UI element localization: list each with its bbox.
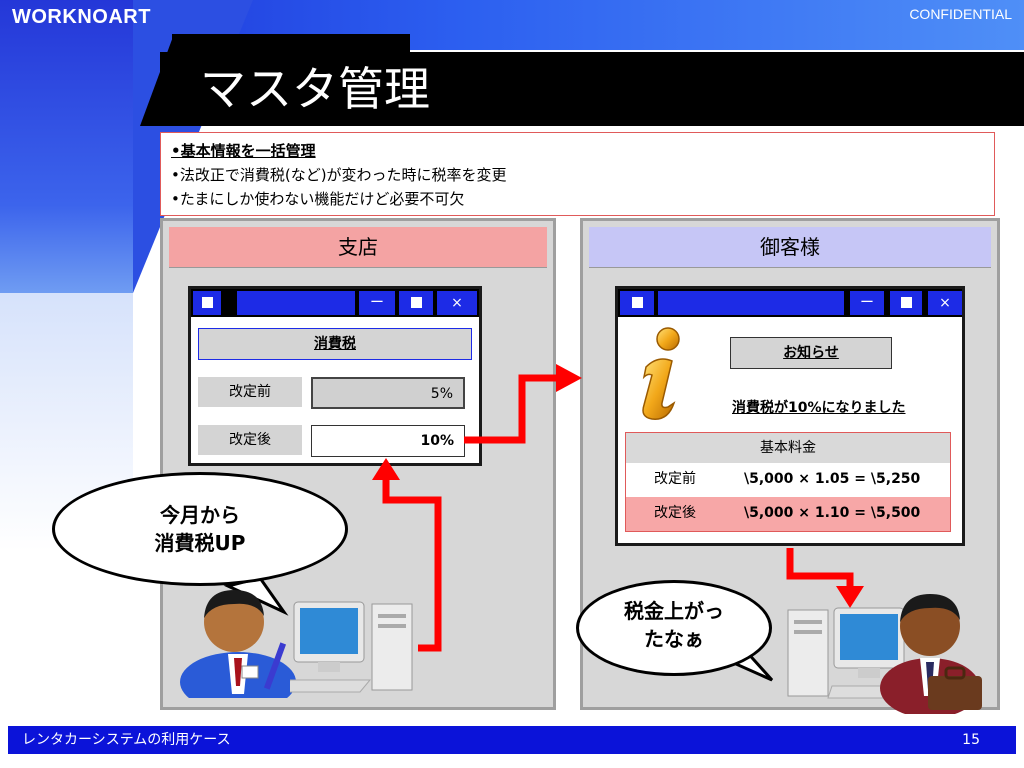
staff-person-icon <box>180 590 296 698</box>
customer-panel-title: 御客様 <box>589 227 991 268</box>
table-row: 改定前 \5,000 × 1.05 = \5,250 <box>626 463 950 497</box>
confidential-label: CONFIDENTIAL <box>909 6 1012 22</box>
bubble-line: たなぁ <box>644 627 704 651</box>
bullet-list: •基本情報を一括管理 •法改正で消費税(など)が変わった時に税率を変更 •たまに… <box>160 132 995 216</box>
customer-speech-bubble: 税金上がっ たなぁ <box>576 580 772 676</box>
tax-settings-window: ー × 消費税 改定前 5% 改定後 10% <box>188 286 482 466</box>
branch-panel-title: 支店 <box>169 227 547 268</box>
window-title-area <box>658 291 844 315</box>
square-icon <box>201 297 213 308</box>
notice-window: ー × お知らせ 消費税が10%になりました 基本料金 改定前 \5,000 ×… <box>615 286 965 546</box>
fee-table: 基本料金 改定前 \5,000 × 1.05 = \5,250 改定後 \5,0… <box>625 432 951 532</box>
minimize-button[interactable]: ー <box>850 291 884 315</box>
page-number: 15 <box>962 732 980 748</box>
after-label: 改定後 <box>198 425 302 455</box>
maximize-button[interactable] <box>399 291 433 315</box>
notice-message: 消費税が10%になりました <box>732 400 906 416</box>
after-rate-input[interactable]: 10% <box>311 425 465 457</box>
before-label: 改定前 <box>198 377 302 407</box>
bullet-item: •基本情報を一括管理 <box>171 142 316 160</box>
notice-heading: お知らせ <box>730 337 892 369</box>
left-accent-block <box>0 0 133 293</box>
bubble-line: 消費税UP <box>154 531 246 555</box>
computer-icon <box>290 601 413 693</box>
square-icon <box>631 297 643 308</box>
row-calc: \5,000 × 1.10 = \5,500 <box>744 505 921 521</box>
page-title: マスタ管理 <box>200 62 430 116</box>
row-calc: \5,000 × 1.05 = \5,250 <box>744 471 921 487</box>
title-bar <box>160 52 1024 126</box>
title-notch <box>172 34 410 54</box>
table-row: 改定後 \5,000 × 1.10 = \5,500 <box>626 497 950 531</box>
window-title-area <box>237 291 355 315</box>
maximize-button[interactable] <box>890 291 922 315</box>
window-titlebar: ー × <box>191 289 479 317</box>
branch-speech-bubble: 今月から 消費税UP <box>52 472 348 586</box>
bullet-item: •法改正で消費税(など)が変わった時に税率を変更 <box>171 166 507 184</box>
arrow-branch-to-customer <box>464 374 558 444</box>
bubble-line: 今月から <box>160 503 240 527</box>
footer-bar: レンタカーシステムの利用ケース 15 <box>8 726 1016 754</box>
row-label: 改定前 <box>654 471 696 487</box>
close-button[interactable]: × <box>928 291 962 315</box>
square-icon <box>410 297 422 308</box>
info-icon <box>642 327 680 420</box>
tax-heading: 消費税 <box>198 328 472 360</box>
square-icon <box>900 297 912 308</box>
customer-person-icon <box>880 594 982 714</box>
window-titlebar: ー × <box>618 289 962 317</box>
brand-logo: WORKNOART <box>12 6 151 28</box>
arrow-user-to-field <box>382 478 442 652</box>
footer-caption: レンタカーシステムの利用ケース <box>22 732 231 748</box>
row-label: 改定後 <box>654 505 696 521</box>
close-button[interactable]: × <box>437 291 477 315</box>
title-bar-slant <box>140 34 174 126</box>
before-rate-field: 5% <box>311 377 465 409</box>
arrow-window-to-customer <box>786 548 854 588</box>
window-menu-button[interactable] <box>620 291 654 315</box>
minimize-button[interactable]: ー <box>359 291 395 315</box>
bullet-item: •たまにしか使わない機能だけど必要不可欠 <box>171 190 465 208</box>
fee-table-header: 基本料金 <box>626 433 950 463</box>
window-menu-button[interactable] <box>193 291 221 315</box>
bubble-line: 税金上がっ <box>624 599 724 623</box>
